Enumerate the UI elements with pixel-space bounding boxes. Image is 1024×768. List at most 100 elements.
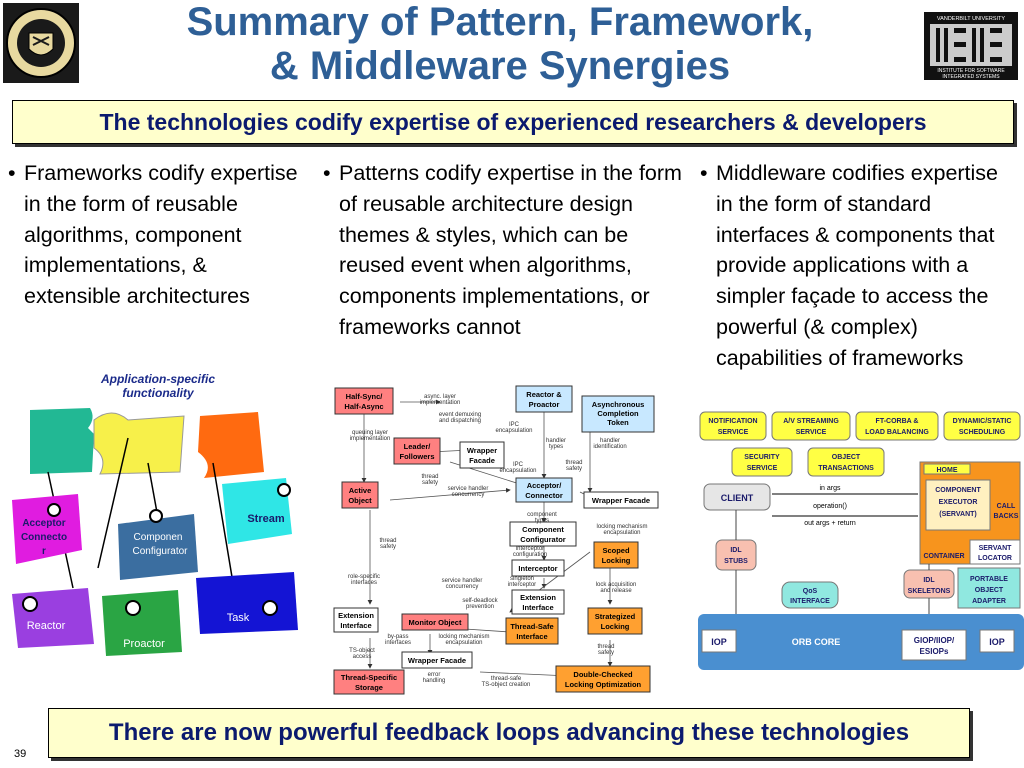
middleware-figure: NOTIFICATION SERVICE A/V STREAMING SERVICE…: [698, 408, 1024, 674]
puzzle-caption-line-1: Application-specific: [100, 372, 215, 386]
svg-text:Reactor &: Reactor &: [526, 390, 562, 399]
svg-text:FT-CORBA &: FT-CORBA &: [876, 418, 919, 425]
isis-logo-bottom-text-2: INTEGRATED SYSTEMS: [942, 74, 1000, 80]
svg-text:r: r: [42, 546, 46, 557]
svg-text:thread: thread: [565, 460, 582, 466]
pattern-box-double-checked-locking: [555, 665, 651, 693]
mw-idl-stubs: [715, 539, 757, 571]
pattern-box-wrapper-facade-2: [583, 491, 659, 509]
svg-text:Interceptor: Interceptor: [518, 564, 557, 573]
svg-text:IOP: IOP: [989, 637, 1005, 647]
svg-text:lock acquisition: lock acquisition: [596, 582, 637, 588]
svg-text:in args: in args: [819, 485, 841, 492]
svg-text:and dispatching: and dispatching: [439, 418, 481, 424]
mw-client: [703, 483, 771, 511]
frameworks-text: Frameworks codify expertise in the form …: [24, 161, 298, 309]
svg-text:IOP: IOP: [711, 637, 727, 647]
svg-text:CALL: CALL: [997, 503, 1016, 510]
svg-text:TRANSACTIONS: TRANSACTIONS: [818, 465, 874, 472]
svg-text:LOCATOR: LOCATOR: [978, 555, 1012, 562]
svg-text:encapsulation: encapsulation: [445, 640, 482, 646]
isis-logo-top-text: VANDERBILT UNIVERSITY: [937, 16, 1005, 22]
svg-text:LOAD BALANCING: LOAD BALANCING: [865, 429, 929, 436]
svg-text:Leader/: Leader/: [404, 442, 432, 451]
svg-text:locking mechanism: locking mechanism: [438, 634, 489, 640]
svg-text:and release: and release: [600, 588, 632, 594]
svg-text:GIOP/IIOP/: GIOP/IIOP/: [914, 636, 955, 645]
mw-servant-locator: [969, 539, 1021, 565]
svg-text:SERVICE: SERVICE: [718, 429, 749, 436]
svg-text:Asynchronous: Asynchronous: [592, 400, 645, 409]
pattern-box-extension-interface-2: [333, 607, 379, 633]
svg-text:thread: thread: [597, 644, 614, 650]
svg-text:ESIOPs: ESIOPs: [920, 647, 949, 656]
box-text: Half-Sync/: [346, 392, 384, 401]
svg-text:Scoped: Scoped: [602, 546, 630, 555]
isis-logo-bottom-text-1: INSTITUTE FOR SOFTWARE: [937, 68, 1005, 74]
svg-text:A/V STREAMING: A/V STREAMING: [783, 418, 839, 425]
svg-text:TS-object creation: TS-object creation: [482, 682, 531, 688]
svg-text:Thread-Specific: Thread-Specific: [341, 673, 397, 682]
svg-text:ORB CORE: ORB CORE: [792, 637, 841, 647]
svg-text:queuing layer: queuing layer: [352, 430, 388, 436]
svg-text:safety: safety: [380, 544, 396, 550]
svg-text:TS-object: TS-object: [349, 648, 375, 654]
piece-label-acceptor: Acceptor: [22, 518, 65, 529]
puzzle-piece-task: [196, 572, 298, 634]
mw-av-streaming-service: [771, 411, 851, 441]
svg-text:encapsulation: encapsulation: [603, 530, 640, 536]
piece-label-proactor: Proactor: [123, 638, 165, 650]
svg-text:DYNAMIC/STATIC: DYNAMIC/STATIC: [953, 418, 1012, 425]
puzzle-piece-orange: [198, 412, 264, 478]
svg-text:component: component: [527, 512, 557, 518]
svg-text:thread: thread: [379, 538, 396, 544]
piece-label-configurator: Configurator: [132, 546, 188, 557]
mw-security-service: [731, 447, 793, 477]
svg-text:types: types: [549, 444, 563, 450]
mw-ft-corba: [855, 411, 939, 441]
pattern-box-async-completion-token: [581, 395, 655, 433]
svg-text:IDL: IDL: [923, 577, 935, 584]
svg-text:SECURITY: SECURITY: [744, 454, 780, 461]
svg-text:operation(): operation(): [813, 503, 847, 510]
pattern-box-acceptor-connector: [515, 477, 573, 503]
framework-puzzle-figure: Application-specific functionality Accep…: [8, 368, 308, 668]
svg-text:handler: handler: [546, 438, 566, 444]
svg-text:interceptor: interceptor: [516, 546, 544, 552]
svg-text:(SERVANT): (SERVANT): [939, 511, 976, 518]
pattern-box-scoped-locking: [593, 541, 639, 569]
svg-text:service handler: service handler: [442, 578, 483, 584]
svg-text:INTERFACE: INTERFACE: [790, 598, 830, 605]
bullet-dot: •: [323, 161, 331, 185]
mw-home: [923, 463, 971, 475]
svg-text:NOTIFICATION: NOTIFICATION: [708, 418, 757, 425]
vanderbilt-seal-logo: [3, 3, 79, 83]
svg-text:CONTAINER: CONTAINER: [923, 553, 964, 560]
svg-text:Interface: Interface: [522, 603, 553, 612]
svg-text:types: types: [535, 518, 549, 524]
svg-text:Object: Object: [348, 496, 372, 505]
top-banner: The technologies codify expertise of exp…: [12, 100, 1014, 144]
svg-text:SERVICE: SERVICE: [747, 465, 778, 472]
svg-text:Facade: Facade: [469, 456, 495, 465]
svg-text:Followers: Followers: [399, 452, 434, 461]
pattern-box-leader-followers: [393, 437, 441, 465]
mw-qos-interface: [781, 581, 839, 609]
svg-text:self-deadlock: self-deadlock: [462, 598, 498, 604]
bottom-banner: There are now powerful feedback loops ad…: [48, 708, 970, 758]
svg-text:prevention: prevention: [466, 604, 494, 610]
svg-text:OBJECT: OBJECT: [832, 454, 861, 461]
svg-text:PORTABLE: PORTABLE: [970, 576, 1008, 583]
isis-logo: VANDERBILT UNIVERSITY INSTITUTE FOR SOFT…: [924, 12, 1018, 80]
svg-text:Acceptor/: Acceptor/: [527, 481, 563, 490]
mw-orb-core: [698, 614, 1024, 670]
svg-text:Component: Component: [522, 525, 564, 534]
svg-text:event demuxing: event demuxing: [439, 412, 481, 418]
svg-text:BACKS: BACKS: [994, 513, 1019, 520]
svg-text:by-pass: by-pass: [387, 634, 408, 640]
svg-text:Double-Checked: Double-Checked: [573, 670, 633, 679]
piece-label-connector: Connecto: [21, 532, 67, 543]
piece-label-stream: Stream: [247, 513, 285, 525]
svg-text:interceptor: interceptor: [508, 582, 536, 588]
svg-text:Locking: Locking: [602, 556, 631, 565]
